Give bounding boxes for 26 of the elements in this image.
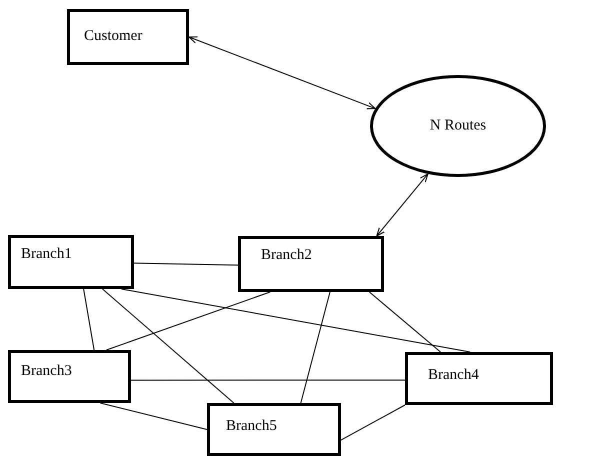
connector-line <box>100 402 208 430</box>
node-label: Branch1 <box>21 246 72 263</box>
process-box <box>207 403 341 456</box>
process-box <box>238 236 384 292</box>
process-box <box>8 235 134 289</box>
process-box <box>405 352 553 405</box>
arrow <box>188 36 376 110</box>
connector-line <box>120 288 471 352</box>
ellipse-node <box>370 75 546 177</box>
process-box <box>8 350 131 403</box>
node-label: Branch2 <box>261 247 312 264</box>
connector-line <box>106 292 271 350</box>
connector-line <box>134 262 238 266</box>
arrow <box>376 173 428 237</box>
process-box <box>67 9 189 65</box>
node-label: Branch4 <box>428 367 479 384</box>
connector-line <box>368 292 442 352</box>
connector-line <box>102 288 234 404</box>
connector-line <box>340 404 406 441</box>
connector-line <box>83 288 95 350</box>
node-label: Branch3 <box>21 363 72 380</box>
node-label: Branch5 <box>226 418 277 435</box>
node-label: N Routes <box>430 118 486 134</box>
node-label: Customer <box>84 28 142 45</box>
connector-line <box>300 292 330 404</box>
connector-line <box>130 380 406 381</box>
